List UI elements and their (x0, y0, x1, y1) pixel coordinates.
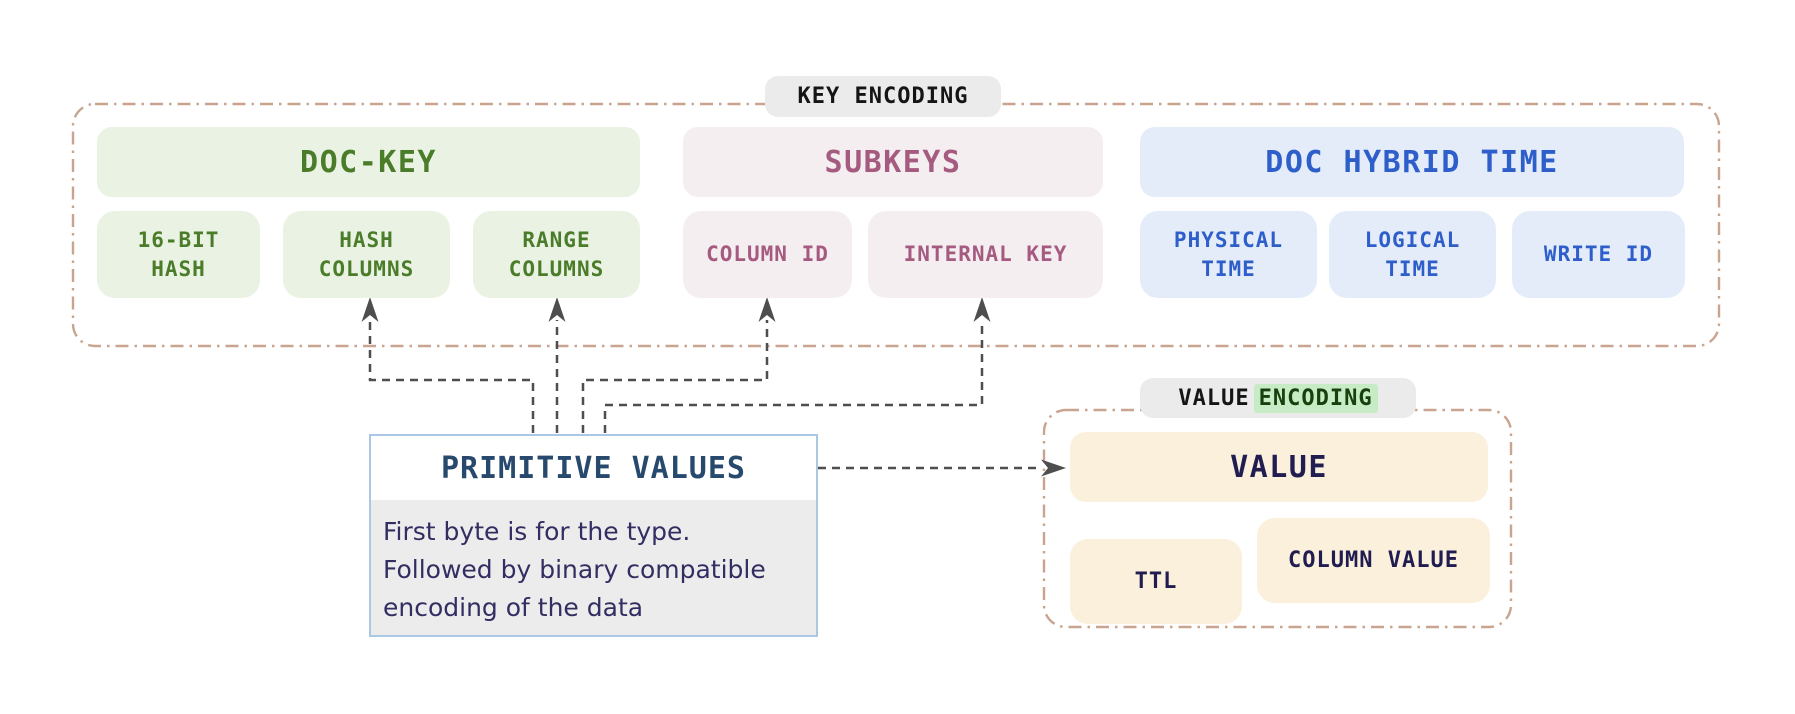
subkeys-header: SUBKEYS (683, 127, 1103, 197)
label-physical-time: PHYSICAL TIME (1173, 228, 1284, 281)
label-column-id: COLUMN ID (706, 242, 829, 267)
label-write-id: WRITE ID (1543, 242, 1654, 267)
connector-hash-columns (368, 320, 535, 433)
value-encoding-label-plain: VALUE (1178, 385, 1250, 411)
label-hash-columns: HASH COLUMNS (318, 228, 415, 281)
doc-hybrid-time-header: DOC HYBRID TIME (1140, 127, 1684, 197)
primitive-values-title: PRIMITIVE VALUES (441, 450, 746, 486)
value-encoding-label: VALUE ENCODING (1140, 378, 1416, 418)
box-hash-columns: HASH COLUMNS (283, 211, 450, 298)
box-physical-time: PHYSICAL TIME (1140, 211, 1317, 298)
box-16-bit-hash: 16-BIT HASH (97, 211, 260, 298)
doc-key-header: DOC-KEY (97, 127, 640, 197)
box-value: VALUE (1070, 432, 1488, 502)
box-write-id: WRITE ID (1512, 211, 1685, 298)
doc-hybrid-time-title: DOC HYBRID TIME (1265, 144, 1559, 180)
primitive-values-box: PRIMITIVE VALUES First byte is for the t… (369, 434, 818, 637)
arrowhead-hash-columns (361, 297, 379, 322)
arrowhead-range-columns (548, 297, 566, 322)
label-value: VALUE (1230, 449, 1328, 485)
primitive-values-description: First byte is for the type. Followed by … (371, 500, 816, 635)
arrowhead-internal-key (973, 297, 991, 322)
box-internal-key: INTERNAL KEY (868, 211, 1103, 298)
label-internal-key: INTERNAL KEY (903, 242, 1068, 267)
value-encoding-label-highlight: ENCODING (1253, 383, 1378, 413)
label-ttl: TTL (1134, 568, 1178, 594)
arrowhead-column-id (758, 297, 776, 322)
doc-key-title: DOC-KEY (300, 144, 437, 180)
subkeys-title: SUBKEYS (824, 144, 962, 180)
box-column-id: COLUMN ID (683, 211, 852, 298)
connector-internal-key (603, 320, 984, 433)
label-range-columns: RANGE COLUMNS (508, 228, 605, 281)
label-column-value: COLUMN VALUE (1288, 547, 1459, 573)
label-logical-time: LOGICAL TIME (1364, 228, 1461, 281)
arrowhead-value (1041, 459, 1066, 477)
key-encoding-label-text: KEY ENCODING (797, 84, 969, 109)
label-16-bit-hash: 16-BIT HASH (137, 228, 220, 281)
box-column-value: COLUMN VALUE (1257, 518, 1490, 603)
box-range-columns: RANGE COLUMNS (473, 211, 640, 298)
connector-column-id (581, 320, 769, 433)
box-logical-time: LOGICAL TIME (1329, 211, 1496, 298)
box-ttl: TTL (1070, 539, 1242, 624)
key-encoding-label: KEY ENCODING (765, 76, 1001, 117)
